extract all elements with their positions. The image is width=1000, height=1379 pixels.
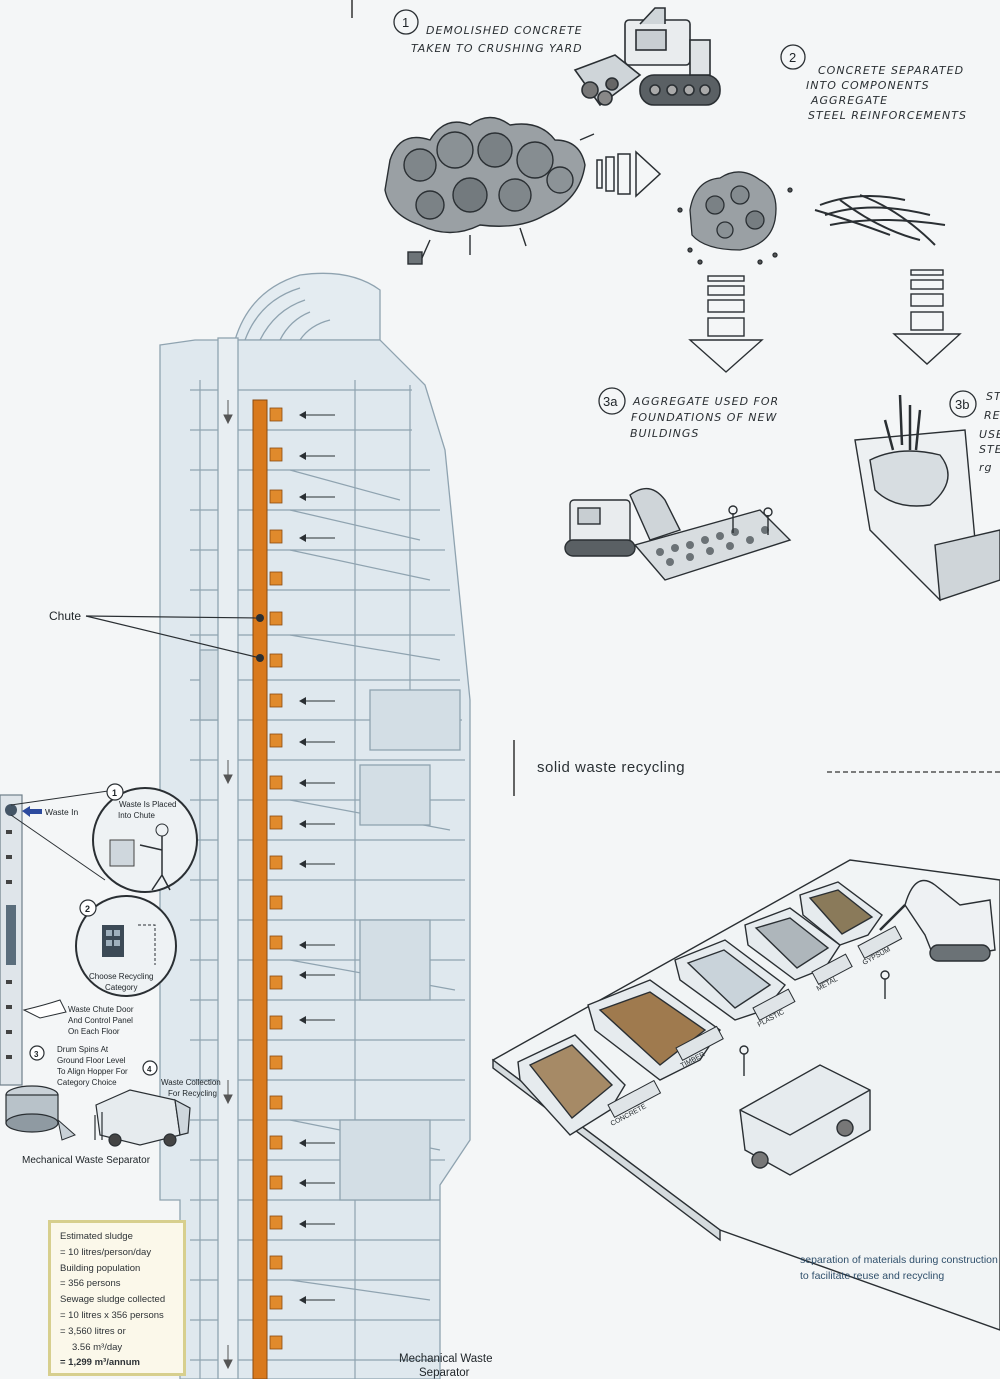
waste-flow-arrows bbox=[299, 411, 335, 1304]
sludge-line-6: = 10 litres x 356 persons bbox=[60, 1309, 164, 1321]
inset-step-1-line1: Waste Is Placed bbox=[119, 800, 177, 809]
inset-step-2-circle bbox=[75, 895, 177, 997]
sludge-line-1: Estimated sludge bbox=[60, 1231, 133, 1242]
sludge-line-5: Sewage sludge collected bbox=[60, 1294, 166, 1306]
inset-step-4-badge bbox=[142, 1060, 158, 1076]
inset-step-1-badge bbox=[106, 783, 124, 801]
inset-door-line1: Waste Chute Door bbox=[68, 1005, 134, 1014]
foundation-scene-sketch bbox=[564, 487, 792, 581]
inset-step-2-badge bbox=[79, 899, 97, 917]
excavator-sketch bbox=[879, 879, 996, 962]
step-2-text-line2: INTO COMPONENTS bbox=[806, 79, 930, 92]
step-2-number: 2 bbox=[789, 50, 796, 65]
sludge-estimate-box: Estimated sludge = 10 litres/person/day … bbox=[48, 1220, 186, 1376]
duct-flow-arrows bbox=[223, 400, 233, 1370]
step-1-text-line1: DEMOLISHED CONCRETE bbox=[426, 24, 583, 37]
separation-bins-sketch bbox=[491, 859, 1000, 1331]
process-arrow-down-aggregate bbox=[688, 275, 764, 373]
bulldozer-sketch bbox=[573, 7, 721, 107]
inset-door-line3: On Each Floor bbox=[68, 1027, 120, 1036]
separation-caption: separation of materials during construct… bbox=[800, 1254, 998, 1282]
step-1-text-line2: TAKEN TO CRUSHING YARD bbox=[411, 42, 583, 55]
sludge-line-3: Building population bbox=[60, 1262, 141, 1274]
steel-reinforcement-sketch bbox=[814, 194, 946, 246]
inset-step-2-line1: Choose Recycling bbox=[89, 972, 153, 981]
inset-step-2-line2: Category bbox=[105, 983, 137, 992]
inset-step-4-line1: Waste Collection bbox=[161, 1078, 221, 1087]
separator-label-line2: Separator bbox=[419, 1367, 470, 1379]
tower-section bbox=[159, 272, 471, 1379]
step-3a-text-line2: FOUNDATIONS OF NEW bbox=[631, 411, 777, 424]
chute-leader-2 bbox=[85, 615, 261, 659]
step-3b-text-line5: rg bbox=[979, 461, 993, 474]
sludge-line-4: = 356 persons bbox=[60, 1278, 121, 1290]
inset-step-3-line4: Category Choice bbox=[57, 1078, 117, 1087]
inset-door-marker bbox=[5, 804, 17, 816]
inset-step-4-line2: For Recycling bbox=[168, 1089, 217, 1098]
bin-metal bbox=[744, 907, 841, 981]
inset-step-1-line2: Into Chute bbox=[118, 811, 155, 820]
step-3b-text-line4: STE bbox=[979, 443, 1000, 456]
inset-step-3-badge bbox=[29, 1045, 45, 1061]
inset-step-3-line3: To Align Hopper For bbox=[57, 1067, 128, 1076]
inset-caption: Mechanical Waste Separator bbox=[22, 1155, 151, 1166]
step-3a-number: 3a bbox=[603, 394, 618, 409]
step-2-text-line3: AGGREGATE bbox=[810, 94, 888, 107]
inset-collection-truck bbox=[94, 1089, 191, 1147]
process-arrow-right bbox=[596, 150, 662, 198]
step-3a-circle bbox=[598, 387, 626, 415]
inset-step-3-line1: Drum Spins At bbox=[57, 1045, 109, 1054]
step-3b-text-line3: USE bbox=[979, 428, 1000, 441]
waste-in-arrow bbox=[22, 806, 42, 817]
concrete-recycling-process: 1 DEMOLISHED CONCRETE TAKEN TO CRUSHING … bbox=[384, 7, 1000, 602]
waste-chute bbox=[252, 399, 268, 1379]
waste-separator-inset bbox=[0, 783, 198, 1147]
collection-truck-sketch bbox=[739, 1064, 871, 1176]
step-3b-text-line1: STE bbox=[986, 390, 1000, 403]
inset-step-4-number: 4 bbox=[147, 1065, 152, 1074]
inset-hopper bbox=[6, 905, 16, 965]
step-3b-text-line2: RE bbox=[984, 409, 1000, 422]
step-2-text-line4: STEEL REINFORCEMENTS bbox=[808, 109, 967, 122]
step-3b-number: 3b bbox=[955, 397, 969, 412]
bin-concrete bbox=[517, 1034, 626, 1136]
bin-gypsum bbox=[799, 881, 883, 946]
aggregate-pile-sketch bbox=[677, 171, 793, 265]
chute-marker-2 bbox=[256, 654, 264, 662]
step-1-number: 1 bbox=[402, 15, 409, 30]
sludge-line-7: = 3,560 litres or bbox=[60, 1325, 126, 1337]
chute-marker-1 bbox=[256, 614, 264, 622]
demolished-concrete-pile bbox=[384, 116, 595, 265]
sludge-line-8: 3.56 m³/day bbox=[72, 1341, 123, 1353]
chute-leader-1 bbox=[85, 615, 261, 619]
step-2-text-line1: CONCRETE SEPARATED bbox=[818, 64, 964, 77]
step-3b-circle bbox=[949, 390, 977, 418]
sludge-line-9: = 1,299 m³/annum bbox=[60, 1357, 140, 1369]
step-2-circle bbox=[780, 44, 806, 70]
step-1-circle bbox=[393, 9, 419, 35]
chute-floor-doors bbox=[269, 407, 283, 1350]
inset-step-1-number: 1 bbox=[112, 788, 117, 798]
inset-step-2-number: 2 bbox=[85, 904, 90, 914]
process-arrow-down-steel bbox=[892, 269, 962, 365]
step-3a-text-line3: BUILDINGS bbox=[630, 427, 699, 440]
inset-door-line2: And Control Panel bbox=[68, 1016, 133, 1025]
service-duct bbox=[217, 337, 239, 1379]
sludge-line-2: = 10 litres/person/day bbox=[60, 1246, 152, 1258]
waste-in-label: Waste In bbox=[45, 807, 78, 817]
inset-step-3-number: 3 bbox=[34, 1050, 39, 1059]
step-3a-text-line1: AGGREGATE USED FOR bbox=[632, 395, 779, 408]
inset-step-3-line2: Ground Floor Level bbox=[57, 1056, 126, 1065]
section-title: solid waste recycling bbox=[537, 759, 686, 776]
separator-label-line1: Mechanical Waste bbox=[399, 1353, 493, 1365]
chute-label: Chute bbox=[49, 609, 81, 623]
steel-furnace-sketch bbox=[854, 394, 1000, 602]
